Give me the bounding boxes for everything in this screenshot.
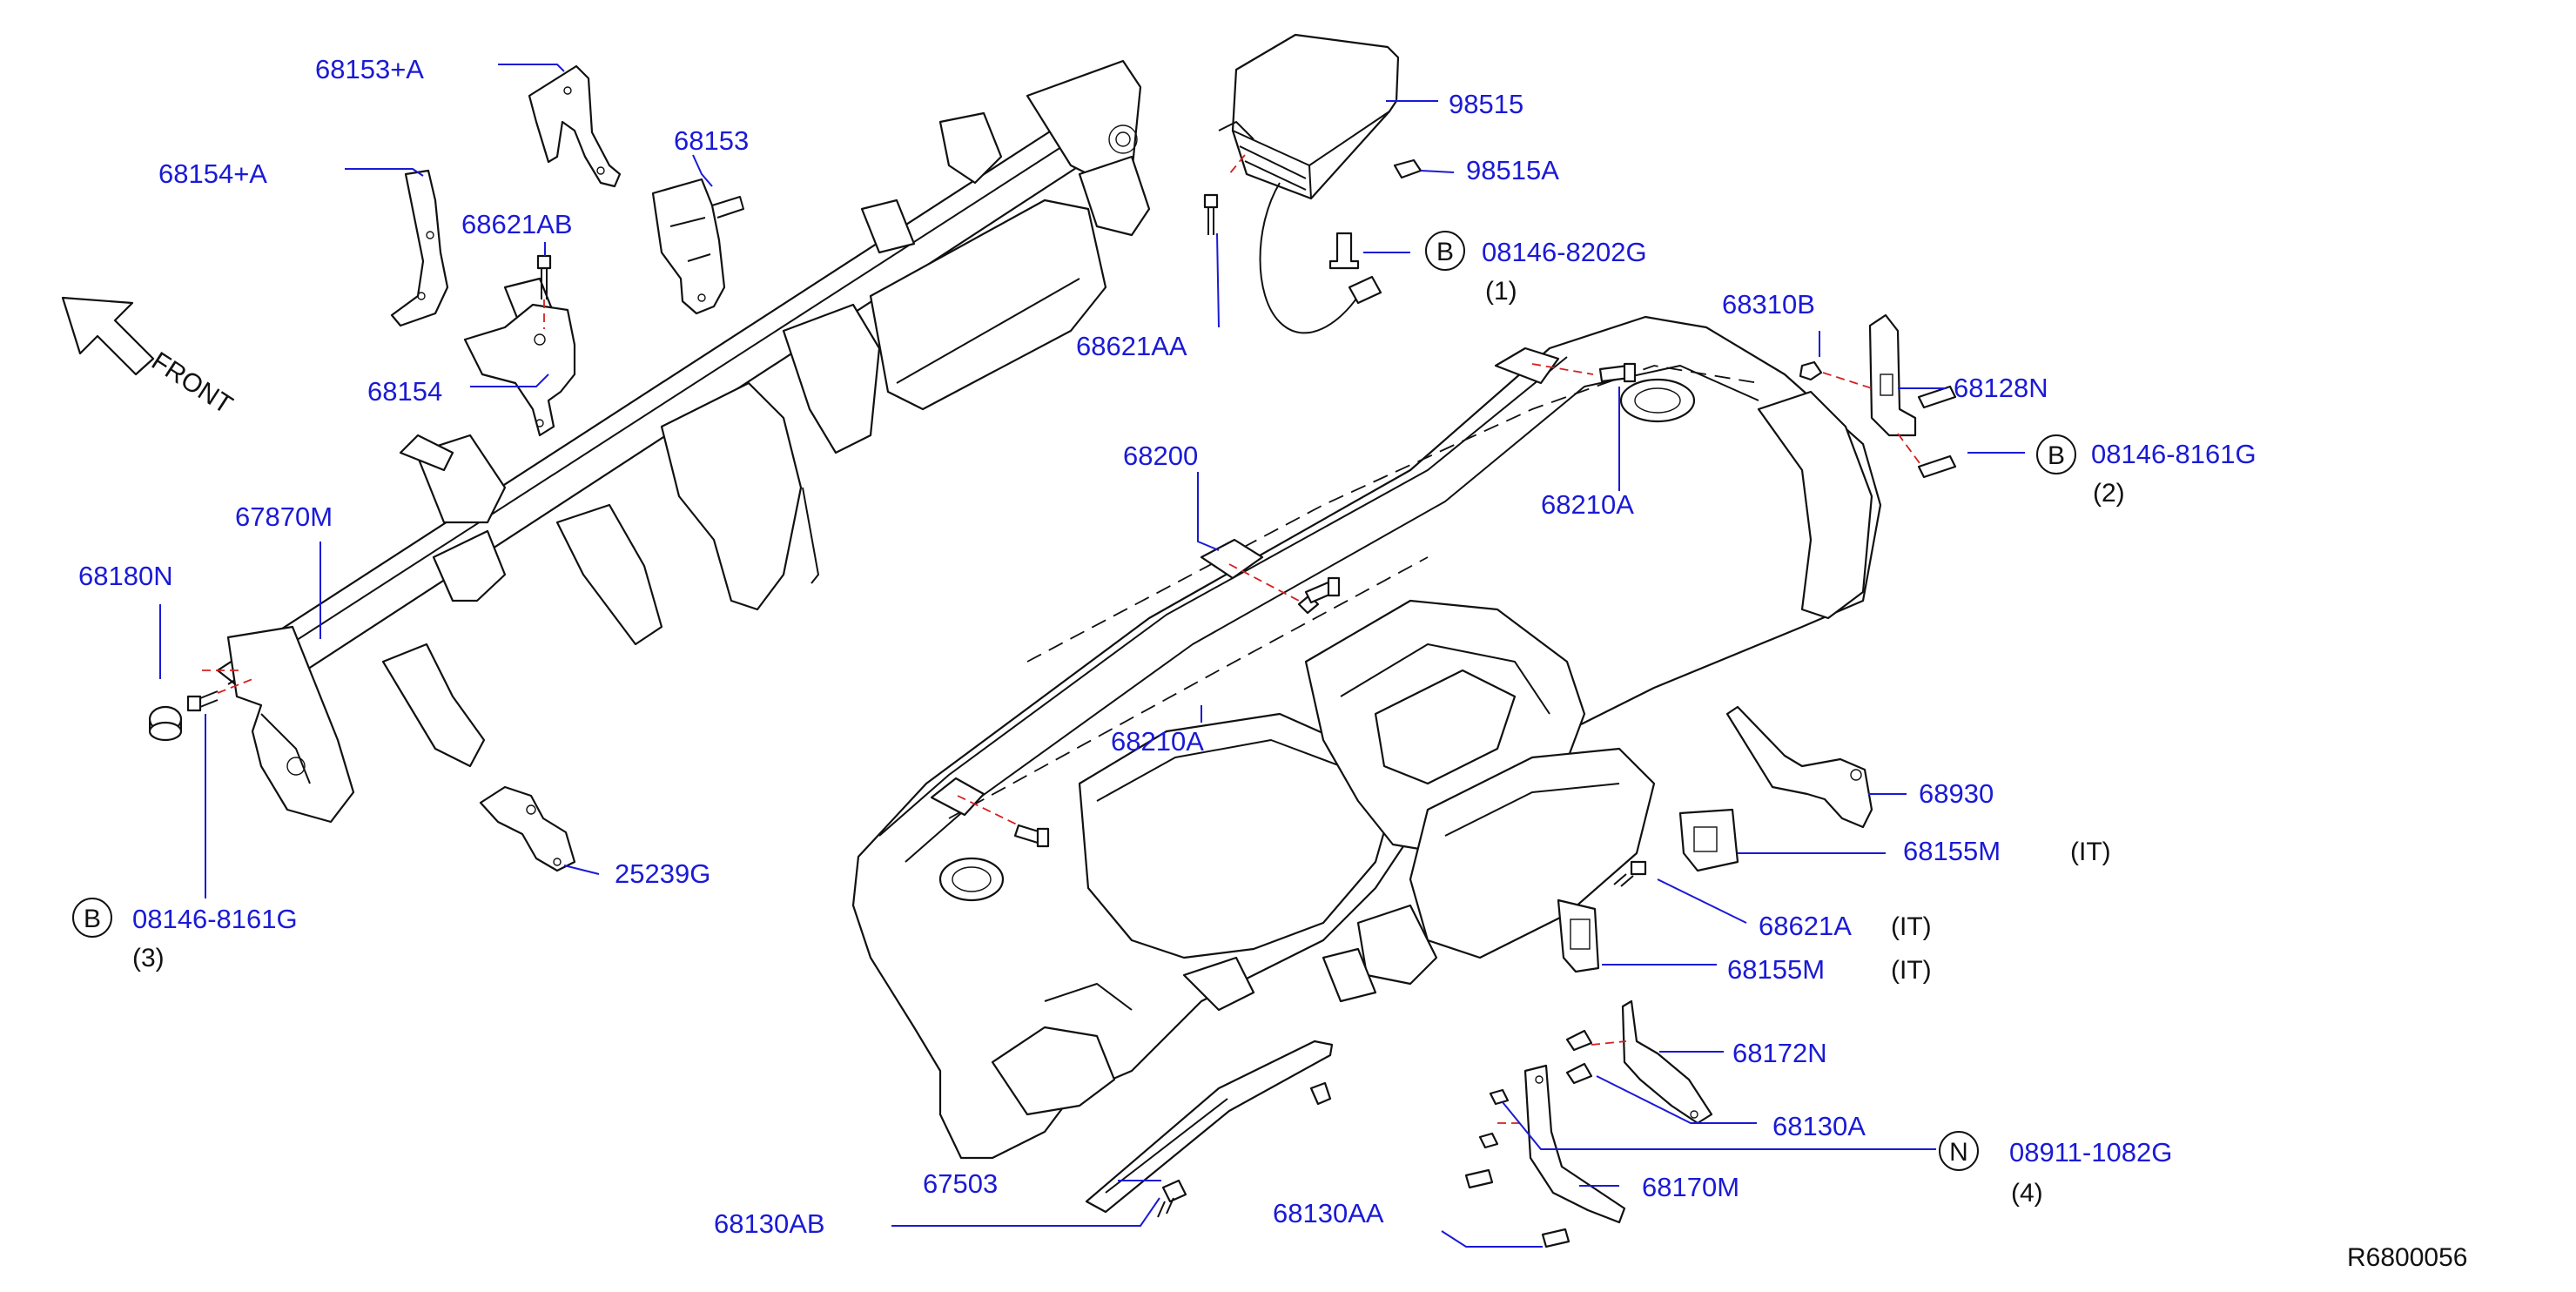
label-25239g[interactable]: 25239G (615, 858, 710, 889)
label-98515a[interactable]: 98515A (1466, 155, 1559, 185)
marker-b-08146-8161g-right: B (2036, 434, 2076, 474)
bolt-68621aa-drawing (1203, 193, 1219, 235)
label-68172n[interactable]: 68172N (1732, 1038, 1827, 1068)
label-68153a[interactable]: 68153+A (315, 54, 424, 84)
qty-note-1: (1) (1485, 277, 1517, 306)
label-68621aa[interactable]: 68621AA (1076, 331, 1187, 361)
label-68210a-center[interactable]: 68210A (1111, 726, 1204, 757)
label-08911-1082g[interactable]: 08911-1082G (2009, 1137, 2172, 1168)
bracket-68170m-drawing (1497, 1064, 1626, 1224)
label-08146-8161g-left[interactable]: 08146-8161G (132, 904, 298, 934)
airbag-module-drawing (1218, 33, 1400, 334)
bracket-68154a-drawing (390, 169, 449, 327)
front-arrow-icon (61, 296, 155, 376)
label-08146-8202g-upper[interactable]: 08146-8202G (1482, 237, 1647, 267)
steering-member-drawing (202, 59, 1151, 824)
qty-note-4: (4) (2011, 1179, 2043, 1208)
bolt-68621ab-drawing (536, 254, 552, 329)
speaker-grille-icon (938, 857, 1005, 902)
svg-text:B: B (2048, 441, 2065, 470)
label-68130a[interactable]: 68130A (1772, 1111, 1866, 1141)
bracket-68930-drawing (1725, 705, 1873, 829)
it-note-2: (IT) (1891, 912, 1932, 941)
label-68930[interactable]: 68930 (1919, 778, 1994, 809)
label-98515[interactable]: 98515 (1449, 89, 1523, 119)
label-68154a[interactable]: 68154+A (158, 158, 267, 189)
speaker-grille-icon (1619, 378, 1696, 423)
bracket-68172n-drawing (1621, 999, 1713, 1125)
instrument-panel-drawing (851, 315, 1882, 1160)
bolt-08146-8202g-drawing (1328, 232, 1360, 270)
bracket-68153a-drawing (528, 64, 622, 188)
diagram-reference-code: R6800056 (2347, 1243, 2467, 1272)
bolt-68210a-lower-drawing (1013, 824, 1050, 848)
nut-68310b-drawing (1799, 360, 1873, 389)
label-68621ab[interactable]: 68621AB (461, 209, 573, 239)
label-08146-8161g-right[interactable]: 08146-8161G (2091, 439, 2257, 469)
svg-text:B: B (84, 905, 101, 933)
it-note-1: (IT) (2070, 838, 2111, 866)
bracket-68154-drawing (463, 303, 576, 437)
label-68155m-lower[interactable]: 68155M (1727, 954, 1825, 985)
bracket-68153-drawing (651, 178, 744, 315)
nuts-08911-1082g-drawing (1478, 1088, 1510, 1149)
bracket-25239g-drawing (479, 785, 576, 872)
label-67503[interactable]: 67503 (923, 1168, 998, 1199)
label-68310b[interactable]: 68310B (1722, 289, 1815, 320)
it-note-3: (IT) (1891, 956, 1932, 985)
plate-68155m-upper-drawing (1678, 808, 1739, 872)
qty-note-3: (3) (132, 944, 165, 972)
marker-n-08911-1082g: N (1939, 1131, 1979, 1171)
front-label: FRONT (146, 347, 238, 420)
nut-98515a-drawing (1393, 158, 1423, 179)
label-68128n[interactable]: 68128N (1954, 373, 2048, 403)
bolt-08146-8161g-left-drawing (186, 678, 253, 712)
label-68210a-upper[interactable]: 68210A (1541, 489, 1634, 520)
bolt-68210a-center-drawing (1304, 576, 1341, 604)
bolt-68130ab-drawing (1157, 1179, 1187, 1218)
label-68170m[interactable]: 68170M (1642, 1172, 1739, 1202)
label-68153[interactable]: 68153 (674, 125, 749, 156)
bolt-08146-8161g-right-drawing (1897, 385, 1957, 479)
marker-b-08146-8202g: B (1425, 231, 1465, 271)
label-67870m[interactable]: 67870M (235, 501, 333, 532)
label-68621a[interactable]: 68621A (1759, 911, 1852, 941)
cap-68180n-drawing (148, 705, 183, 742)
qty-note-2: (2) (2093, 479, 2125, 508)
svg-text:N: N (1949, 1138, 1968, 1167)
label-68155m-upper[interactable]: 68155M (1903, 836, 2001, 866)
svg-text:B: B (1436, 238, 1454, 266)
bracket-68128n-drawing (1868, 313, 1917, 437)
marker-b-08146-8161g-left: B (72, 898, 112, 938)
bolts-68130a-drawing (1565, 1029, 1627, 1085)
label-68200[interactable]: 68200 (1123, 441, 1198, 471)
label-68130aa[interactable]: 68130AA (1273, 1198, 1384, 1228)
label-68130ab[interactable]: 68130AB (714, 1208, 825, 1239)
bolt-68621a-drawing (1613, 860, 1647, 887)
bolt-68130aa-drawing (1464, 1168, 1570, 1248)
bolt-68210a-upper-drawing (1598, 362, 1637, 383)
label-68180n[interactable]: 68180N (78, 561, 173, 591)
plate-68155m-lower-drawing (1557, 898, 1600, 973)
label-68154[interactable]: 68154 (367, 376, 442, 407)
leader-lines (159, 64, 2025, 1248)
cover-67503-drawing (1085, 1040, 1334, 1214)
